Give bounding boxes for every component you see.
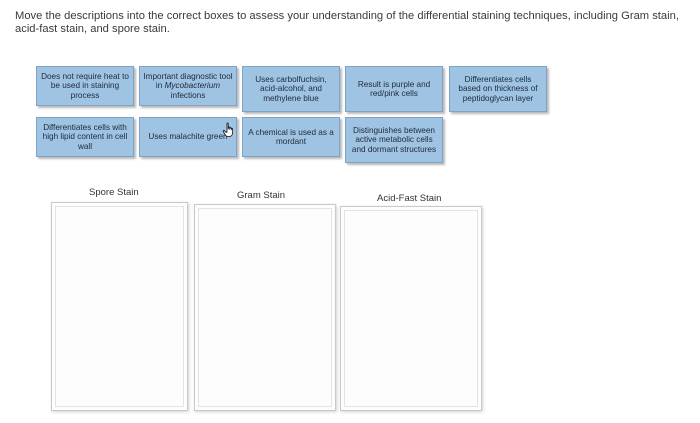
draggable-card[interactable]: Uses carbolfuchsin, acid-alcohol, and me… [242, 66, 340, 112]
card-text: Differentiates cells based on thickness … [458, 74, 538, 103]
card-text: Result is purple and red/pink cells [357, 79, 431, 98]
draggable-card[interactable]: Differentiates cells based on thickness … [449, 66, 547, 112]
drop-zone-acid-fast-stain[interactable] [340, 206, 482, 411]
draggable-card[interactable]: Uses malachite green [139, 117, 237, 157]
bin-label-acid-fast-stain: Acid-Fast Stain [377, 193, 442, 204]
draggable-card[interactable]: Important diagnostic tool in Mycobacteri… [139, 66, 237, 106]
bin-label-gram-stain: Gram Stain [237, 190, 286, 201]
hand-pointer-icon [222, 122, 233, 137]
bin-label-spore-stain: Spore Stain [89, 187, 139, 198]
draggable-card[interactable]: Differentiates cells with high lipid con… [36, 117, 134, 157]
draggable-card[interactable]: Does not require heat to be used in stai… [36, 66, 134, 106]
instructions-text: Move the descriptions into the correct b… [15, 10, 679, 35]
draggable-card[interactable]: Result is purple and red/pink cells [345, 66, 443, 112]
draggable-card[interactable]: A chemical is used as a mordant [242, 117, 340, 157]
card-text: Uses malachite green [148, 132, 228, 142]
card-text: A chemical is used as a mordant [248, 127, 334, 146]
card-text: Uses carbolfuchsin, acid-alcohol, and me… [255, 74, 327, 103]
drop-zone-gram-stain[interactable] [194, 204, 336, 411]
card-text: Distinguishes between active metabolic c… [351, 125, 437, 154]
card-text: Important diagnostic tool in Mycobacteri… [143, 71, 233, 100]
card-text: Does not require heat to be used in stai… [41, 71, 129, 100]
drop-zone-spore-stain[interactable] [51, 202, 188, 411]
draggable-card[interactable]: Distinguishes between active metabolic c… [345, 117, 443, 163]
card-text: Differentiates cells with high lipid con… [42, 122, 128, 151]
